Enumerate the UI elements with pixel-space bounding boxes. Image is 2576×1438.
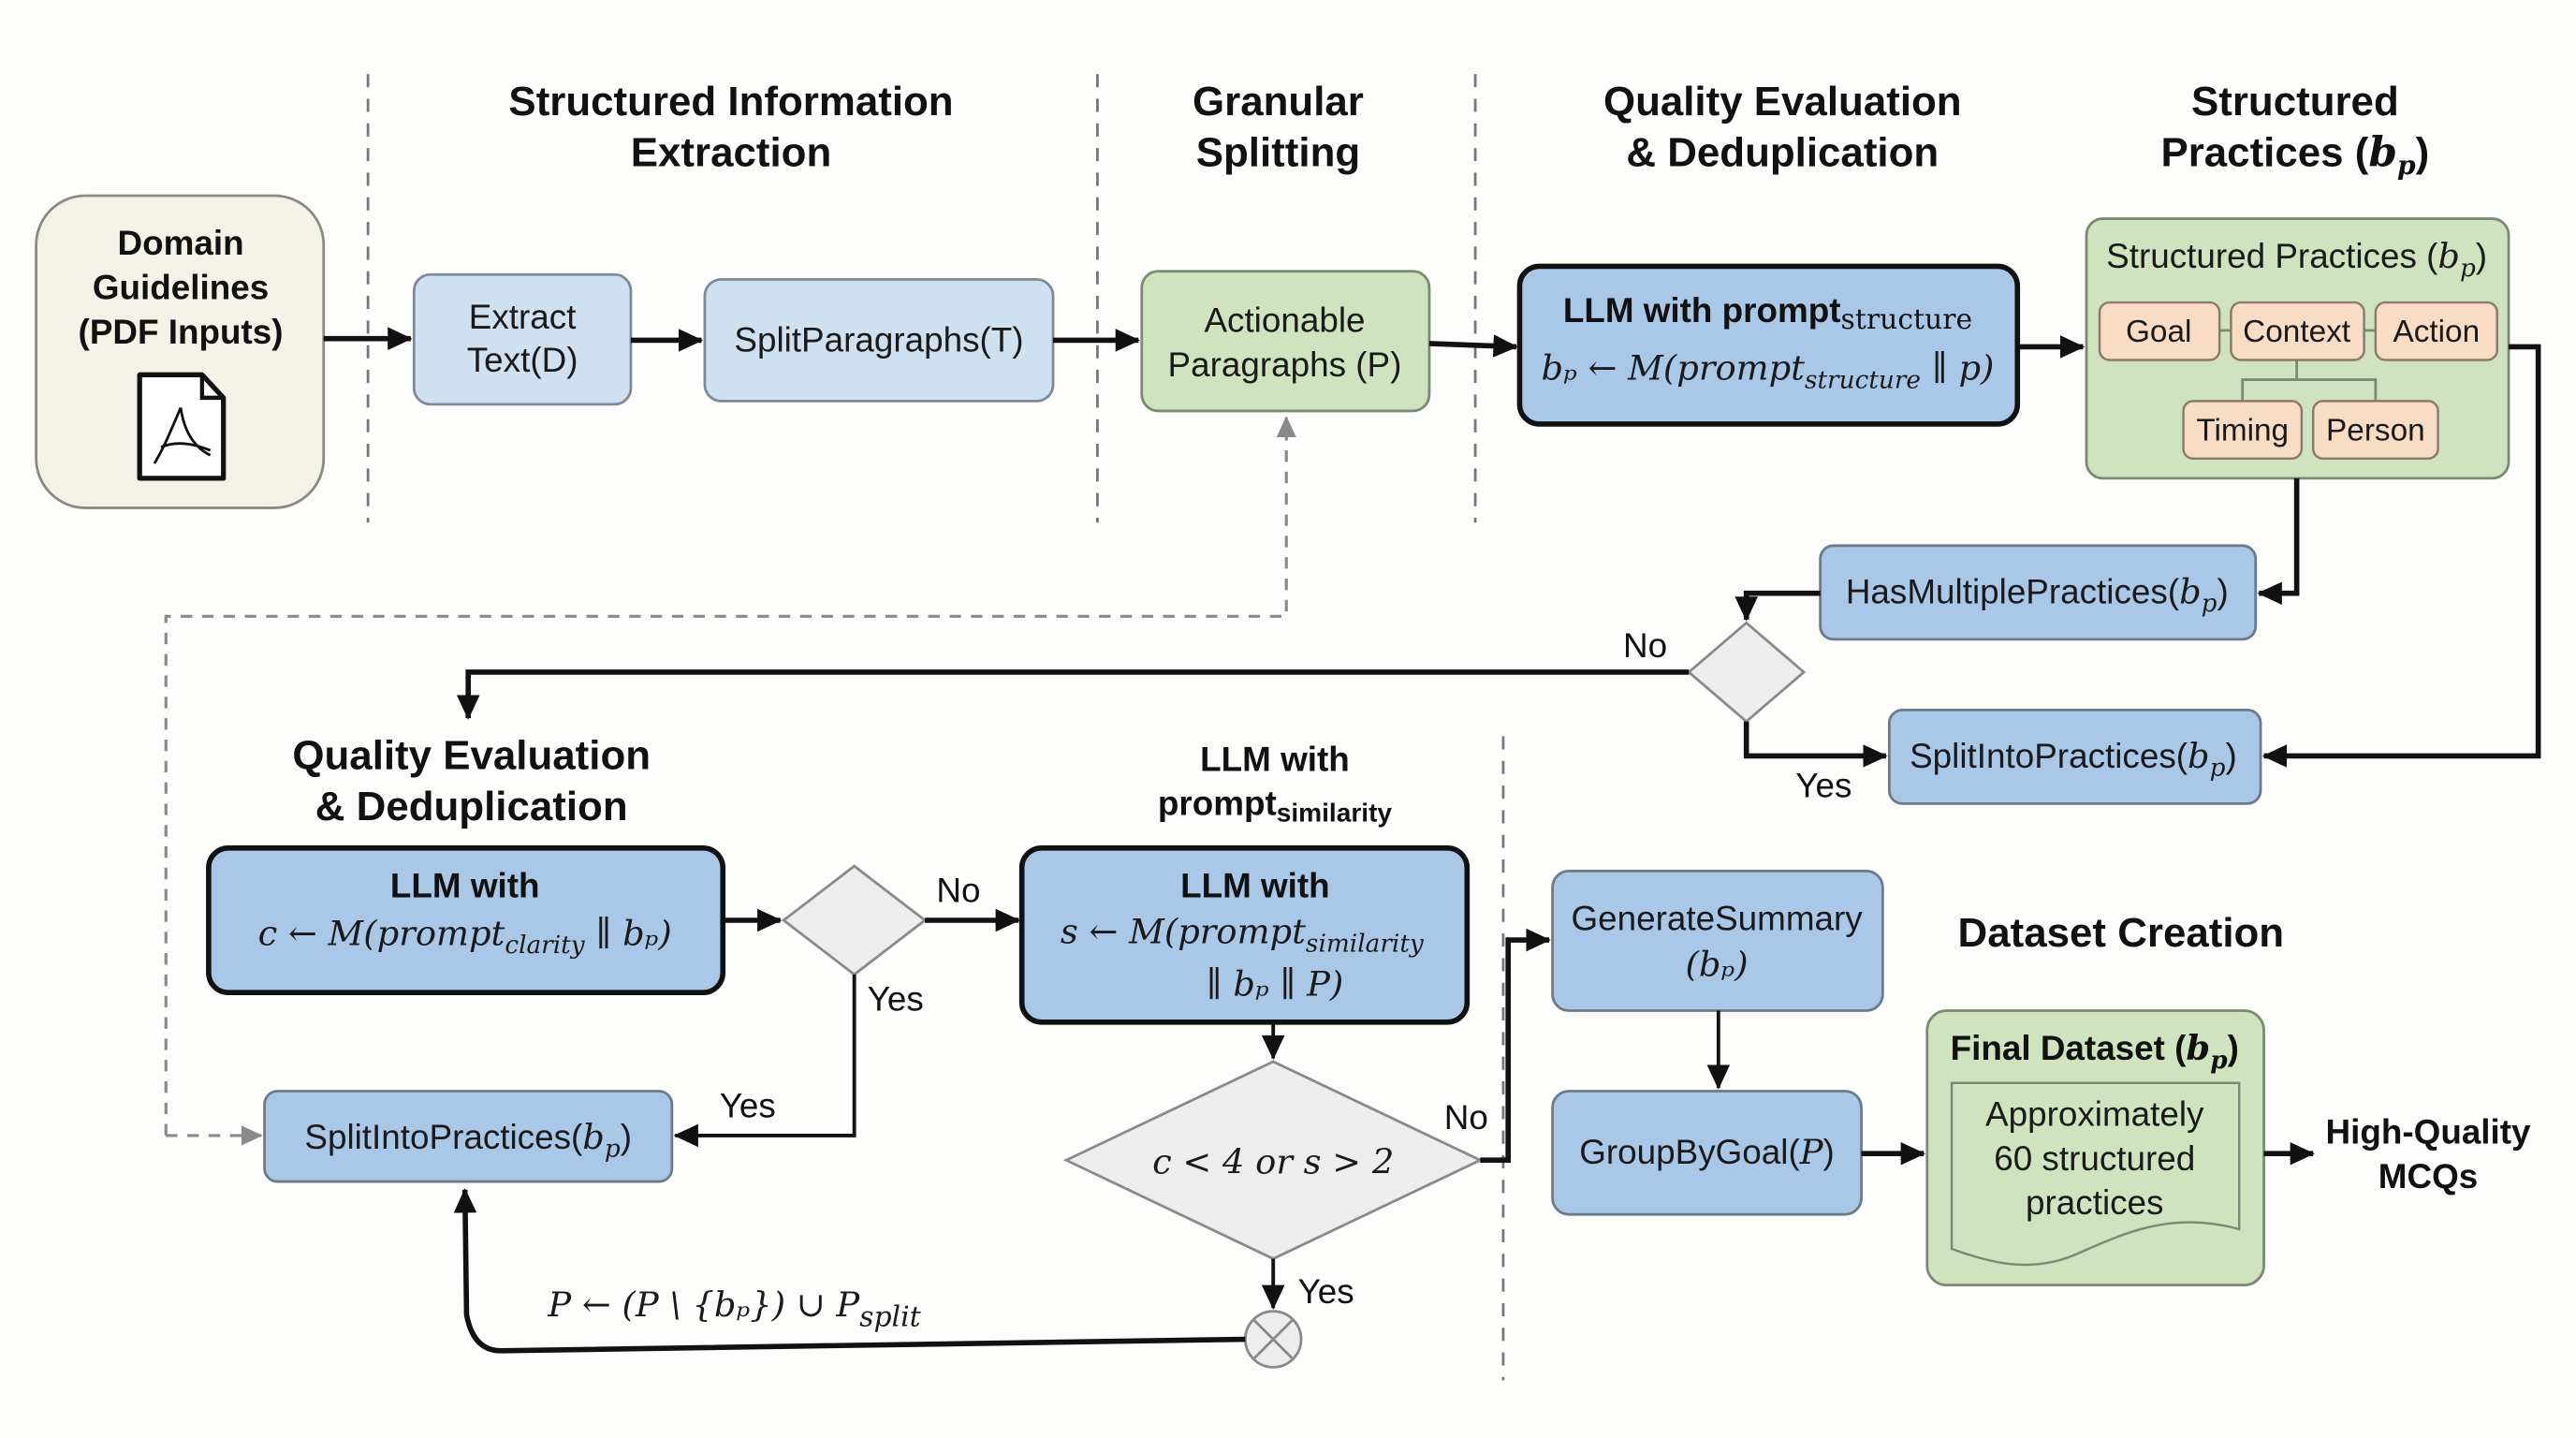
header-line: Granular [1193, 79, 1364, 125]
arrow [1428, 334, 1518, 358]
edge-label-no: No [936, 872, 980, 910]
node-label: Actionable [1204, 301, 1365, 340]
arrow [2257, 477, 2300, 606]
node-formula: s ← M(promptsimilarity [1061, 912, 1425, 959]
multiple-decision-diamond[interactable] [1687, 621, 1807, 724]
field-timing: Timing [2182, 400, 2304, 461]
arrow [1480, 928, 1551, 1164]
edge-label-no: No [1444, 1098, 1488, 1137]
header-line: Structured Information [508, 79, 953, 125]
section-header-extraction: Structured Information Extraction [508, 79, 953, 175]
extract-text-node[interactable]: Extract Text(D) [412, 272, 633, 406]
final-dataset-node[interactable]: Final Dataset (bp) Approximately 60 stru… [1925, 1009, 2265, 1287]
node-label: GenerateSummary [1571, 900, 1863, 938]
edge-label-yes: Yes [720, 1087, 776, 1125]
header-line: Practices (bp) [2160, 128, 2429, 181]
arrow [673, 974, 856, 1148]
field-person: Person [2311, 400, 2439, 461]
section-header-similarity: LLM with promptsimilarity [1158, 740, 1393, 827]
node-label: Approximately [1985, 1094, 2204, 1133]
actionable-paragraphs-node[interactable]: Actionable Paragraphs (P) [1140, 270, 1431, 413]
domain-guidelines-node[interactable]: Domain Guidelines (PDF Inputs) [35, 194, 326, 509]
header-line: Extraction [631, 129, 831, 175]
node-label: SplitIntoPractices(bp) [304, 1117, 632, 1164]
node-label: Guidelines [93, 269, 269, 307]
header-line: promptsimilarity [1158, 785, 1393, 828]
llm-similarity-node[interactable]: LLM with s ← M(promptsimilarity ∥ bₚ ∥ P… [1018, 844, 1471, 1025]
llm-structure-node[interactable]: LLM with promptstructure bₚ ← M(promptst… [1516, 263, 2021, 427]
generate-summary-node[interactable]: GenerateSummary (bₚ) [1551, 869, 1884, 1012]
field-action: Action [2374, 301, 2498, 361]
dashed-arrow [164, 416, 1296, 1136]
node-label: LLM with [390, 866, 540, 904]
decision-label: c < 4 or s > 2 [1152, 1141, 1394, 1181]
node-label: LLM with [1180, 866, 1330, 904]
header-line: LLM with [1200, 740, 1350, 778]
node-formula: bₚ ← M(promptstructure ∥ p) [1542, 348, 1995, 395]
section-header-dataset: Dataset Creation [1958, 910, 2285, 956]
section-header-structured: Structured Practices (bp) [2160, 79, 2429, 181]
tree-connector [2241, 360, 2378, 402]
node-label: practices [2026, 1183, 2163, 1222]
section-header-splitting: Granular Splitting [1193, 79, 1364, 175]
arrow [456, 669, 1690, 720]
header-line: & Deduplication [1626, 129, 1939, 175]
output-label: MCQs [2378, 1157, 2478, 1196]
update-rule-formula: P ← (P \ {bₚ}) ∪ Psplit [547, 1284, 921, 1334]
svg-text:Timing: Timing [2196, 414, 2289, 448]
field-context: Context [2230, 301, 2365, 361]
node-label: SplitParagraphs(T) [734, 321, 1023, 360]
clarity-decision-diamond[interactable] [781, 864, 928, 976]
pdf-file-icon [137, 372, 227, 481]
header-line: Structured [2191, 79, 2399, 125]
edge-label-yes: Yes [1795, 766, 1852, 804]
svg-text:Action: Action [2393, 315, 2480, 349]
split-paragraphs-node[interactable]: SplitParagraphs(T) [703, 278, 1055, 403]
arrow [2261, 344, 2541, 768]
header-line: Splitting [1196, 129, 1360, 175]
edge-label-yes: Yes [1298, 1272, 1354, 1311]
arrow [453, 1188, 1246, 1354]
arrow [1743, 721, 1888, 768]
output-mcqs-label: High-Quality MCQs [2326, 1113, 2532, 1196]
node-label: 60 structured [1994, 1139, 2195, 1178]
section-header-quality-top: Quality Evaluation & Deduplication [1603, 79, 1962, 175]
split-into-practices-bottom-node[interactable]: SplitIntoPractices(bp) [263, 1090, 674, 1183]
group-by-goal-node[interactable]: GroupByGoal(P) [1551, 1090, 1863, 1216]
node-label: GroupByGoal(P) [1579, 1132, 1835, 1172]
edge-label-yes: Yes [868, 980, 924, 1019]
threshold-decision-diamond[interactable]: c < 4 or s > 2 [1062, 1060, 1484, 1261]
header-line: & Deduplication [315, 784, 628, 829]
edge-label-no: No [1623, 626, 1667, 665]
section-header-quality-bottom: Quality Evaluation & Deduplication [292, 733, 651, 829]
node-label: Text(D) [467, 341, 578, 379]
node-formula: c ← M(promptclarity ∥ bₚ) [258, 913, 672, 960]
svg-text:Goal: Goal [2126, 315, 2191, 349]
header-line: Quality Evaluation [1603, 79, 1962, 125]
node-label: (bₚ) [1686, 945, 1749, 985]
has-multiple-practices-node[interactable]: HasMultiplePractices(bp) [1819, 544, 2258, 641]
split-into-practices-top-node[interactable]: SplitIntoPractices(bp) [1887, 708, 2262, 805]
svg-text:Person: Person [2326, 414, 2425, 448]
node-label: LLM with promptstructure [1563, 291, 1972, 336]
node-label: Paragraphs (P) [1168, 345, 1402, 384]
node-formula: ∥ bₚ ∥ P) [1207, 964, 1344, 1005]
node-label: HasMultiplePractices(bp) [1846, 571, 2229, 618]
field-goal: Goal [2098, 301, 2221, 361]
header-line: Quality Evaluation [292, 733, 651, 779]
arrow [1734, 590, 1821, 622]
node-label: (PDF Inputs) [79, 313, 284, 351]
node-label: Domain [118, 224, 244, 262]
structured-practices-panel[interactable]: Structured Practices (bp) Goal Context A… [2085, 217, 2510, 480]
llm-clarity-node[interactable]: LLM with c ← M(promptclarity ∥ bₚ) [206, 844, 726, 996]
merge-circle-icon [1243, 1310, 1303, 1369]
node-label: SplitIntoPractices(bp) [1910, 736, 2237, 783]
node-title: Final Dataset (bp) [1951, 1027, 2239, 1075]
svg-text:Context: Context [2243, 315, 2351, 349]
panel-title: Structured Practices (bp) [2106, 236, 2487, 283]
node-label: Extract [469, 298, 577, 336]
document-icon [1950, 1081, 2241, 1267]
output-label: High-Quality [2326, 1113, 2532, 1152]
